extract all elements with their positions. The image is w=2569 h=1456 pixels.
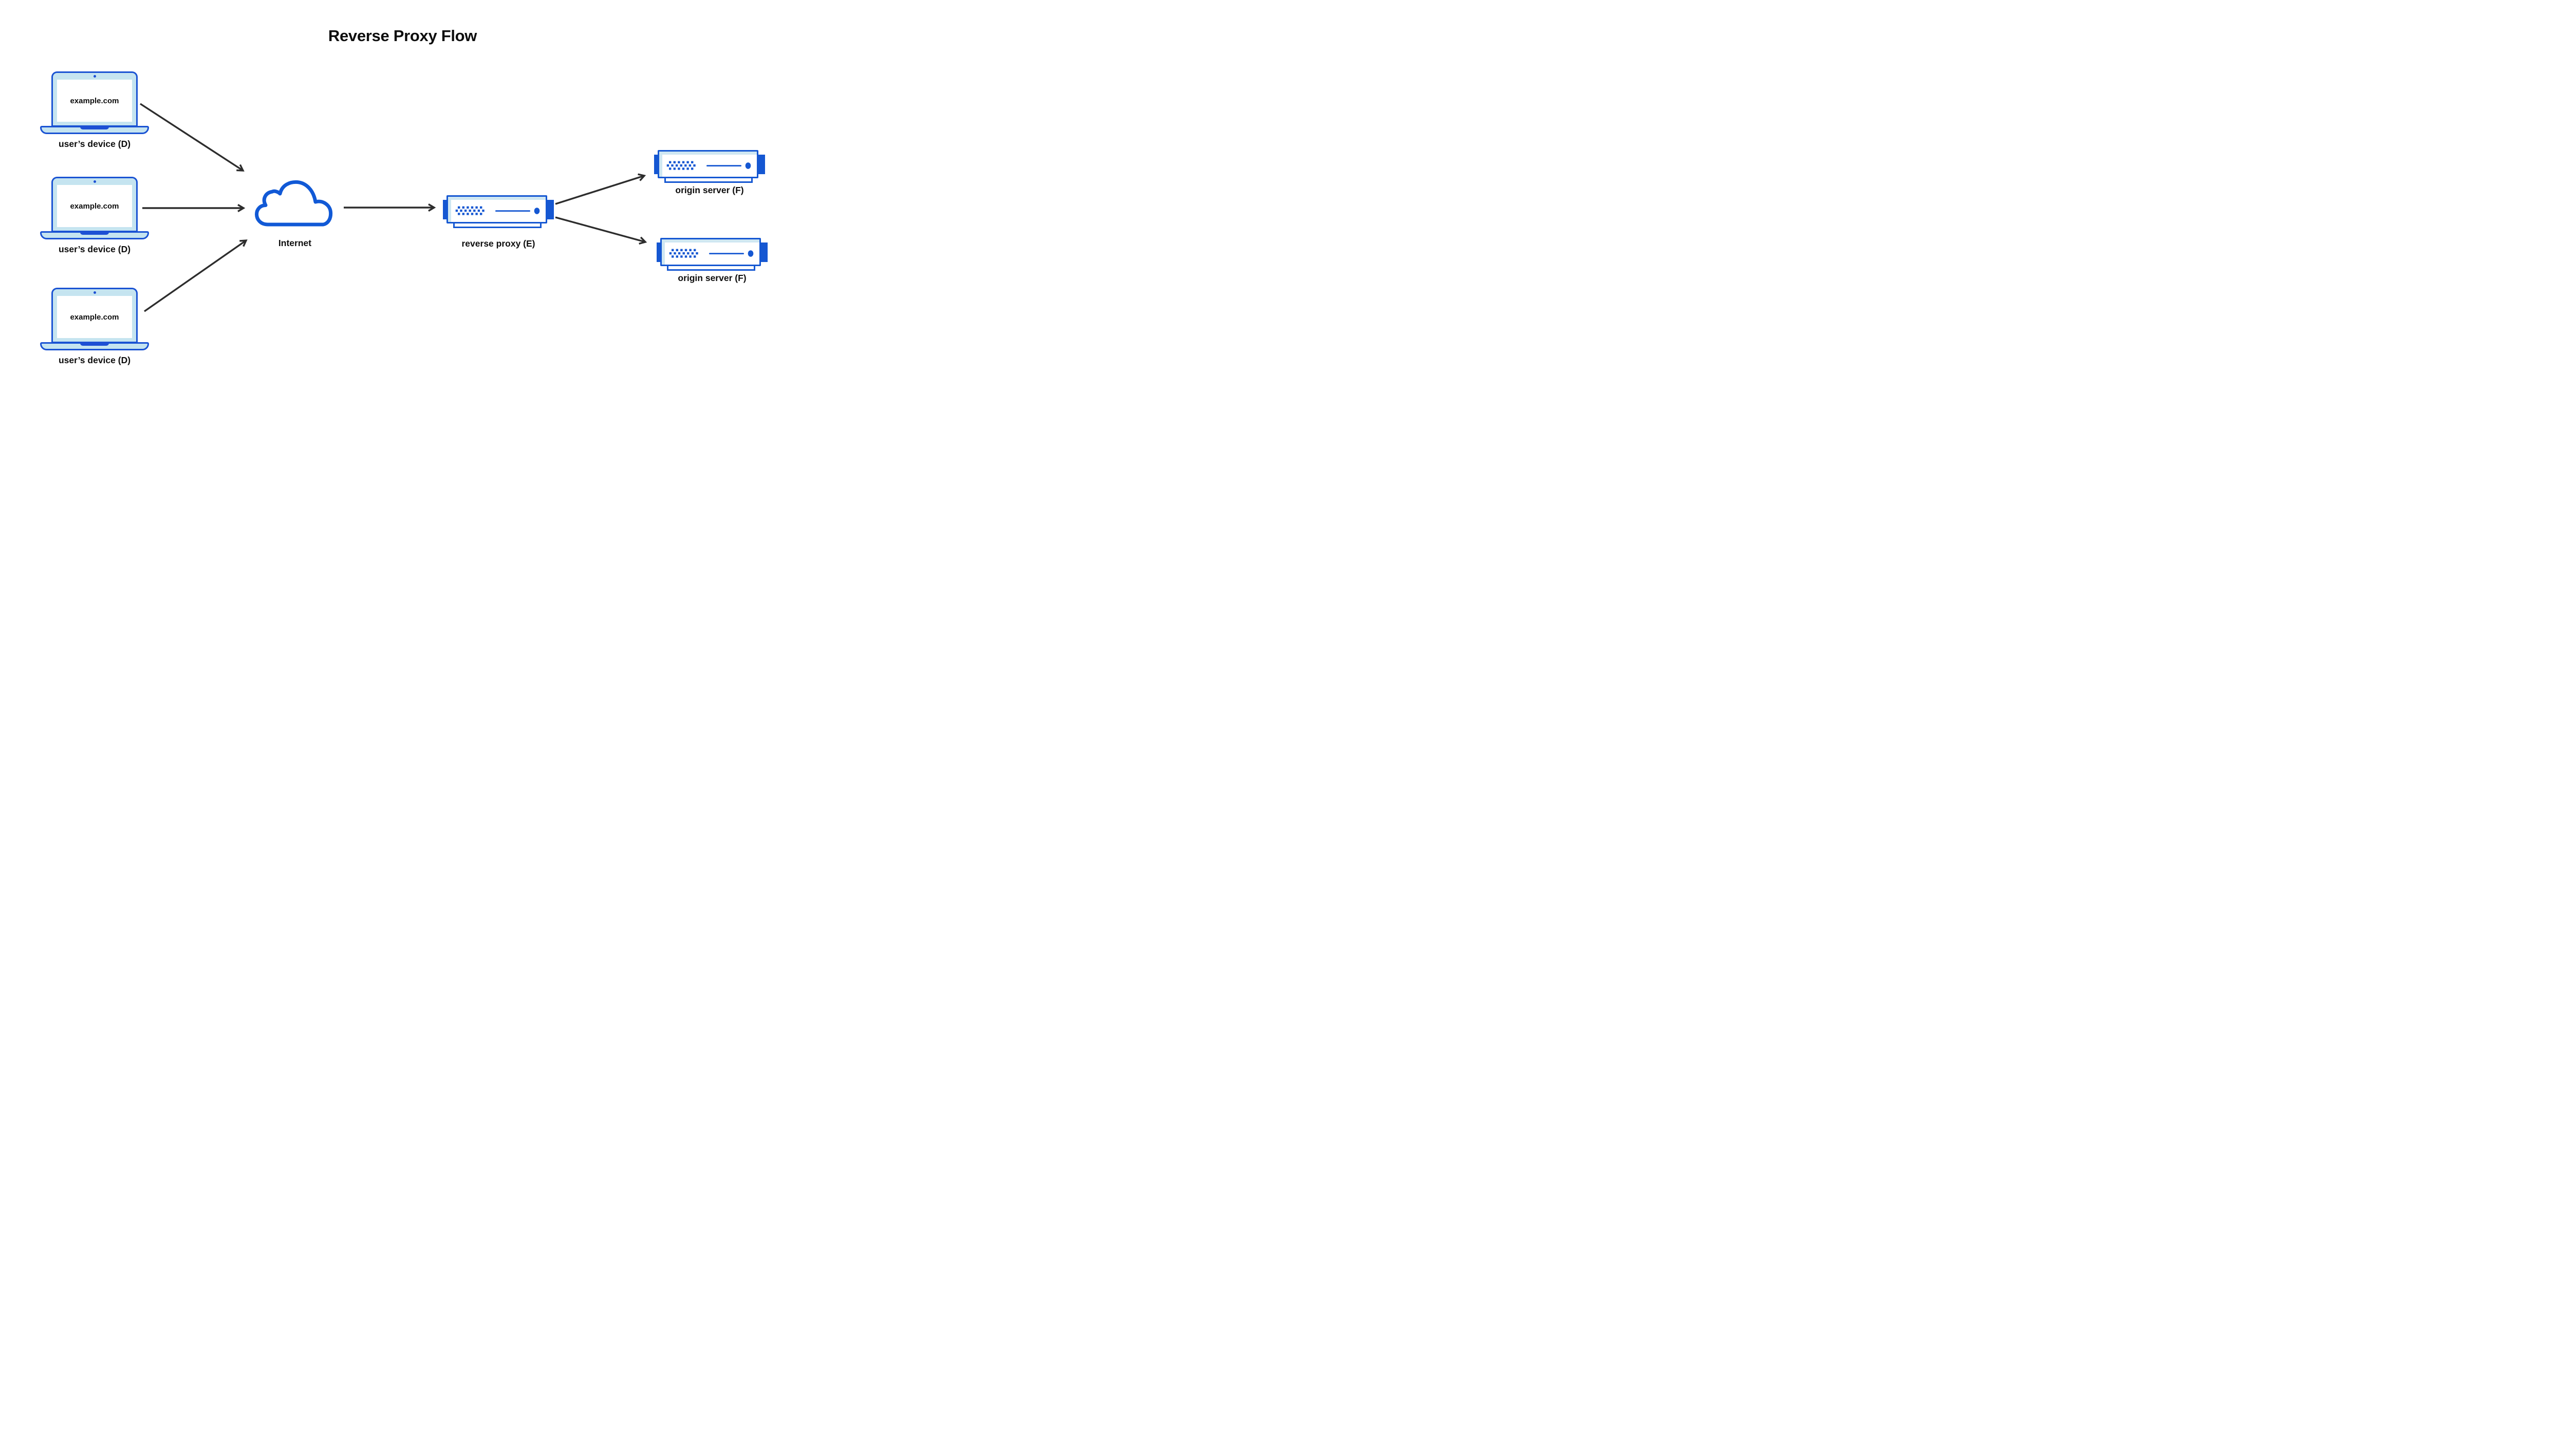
node-origin-server-1: origin server (F) bbox=[654, 150, 765, 207]
device-label: user’s device (D) bbox=[58, 139, 131, 149]
origin-server-label: origin server (F) bbox=[678, 273, 747, 283]
arrow-device3-to-internet bbox=[144, 239, 248, 312]
cloud-icon bbox=[255, 180, 333, 227]
page-title: Reverse Proxy Flow bbox=[328, 27, 477, 45]
node-user-device-1: example.com user’s device (D) bbox=[40, 71, 149, 155]
server-face bbox=[662, 155, 757, 177]
device-label: user’s device (D) bbox=[58, 355, 131, 365]
laptop-screen-url: example.com bbox=[70, 201, 119, 211]
node-internet: Internet bbox=[254, 180, 336, 252]
laptop-icon: example.com bbox=[51, 177, 138, 232]
laptop-screen-url: example.com bbox=[70, 96, 119, 105]
node-user-device-3: example.com user’s device (D) bbox=[40, 288, 149, 371]
laptop-icon: example.com bbox=[51, 71, 138, 127]
diagram-canvas: Reverse Proxy Flow example.com user’s bbox=[0, 0, 805, 403]
node-reverse-proxy: reverse proxy (E) bbox=[443, 195, 554, 252]
laptop-camera-dot bbox=[93, 75, 96, 78]
server-right-ear-icon bbox=[547, 200, 554, 219]
server-icon bbox=[660, 238, 761, 266]
server-icon bbox=[446, 195, 547, 223]
laptop-screen: example.com bbox=[57, 296, 132, 338]
laptop-icon: example.com bbox=[51, 288, 138, 343]
laptop-trackpad-notch bbox=[80, 126, 109, 129]
device-label: user’s device (D) bbox=[58, 244, 131, 254]
server-right-ear-icon bbox=[760, 242, 768, 262]
laptop-screen: example.com bbox=[57, 185, 132, 227]
laptop-trackpad-notch bbox=[80, 342, 109, 346]
node-origin-server-2: origin server (F) bbox=[657, 238, 768, 294]
laptop-trackpad-notch bbox=[80, 231, 109, 235]
laptop-screen: example.com bbox=[57, 80, 132, 122]
laptop-camera-dot bbox=[93, 291, 96, 294]
origin-server-label: origin server (F) bbox=[675, 185, 744, 195]
arrow-reverse-proxy-to-origin2 bbox=[555, 216, 647, 245]
arrow-device1-to-internet bbox=[140, 103, 245, 172]
reverse-proxy-label: reverse proxy (E) bbox=[461, 238, 535, 249]
internet-label: Internet bbox=[278, 238, 312, 248]
laptop-camera-dot bbox=[93, 180, 96, 183]
laptop-screen-url: example.com bbox=[70, 312, 119, 322]
node-user-device-2: example.com user’s device (D) bbox=[40, 177, 149, 260]
server-icon bbox=[658, 150, 758, 178]
server-right-ear-icon bbox=[758, 155, 765, 174]
arrow-reverse-proxy-to-origin1 bbox=[555, 173, 646, 205]
server-face bbox=[451, 200, 546, 222]
server-face bbox=[665, 242, 759, 265]
